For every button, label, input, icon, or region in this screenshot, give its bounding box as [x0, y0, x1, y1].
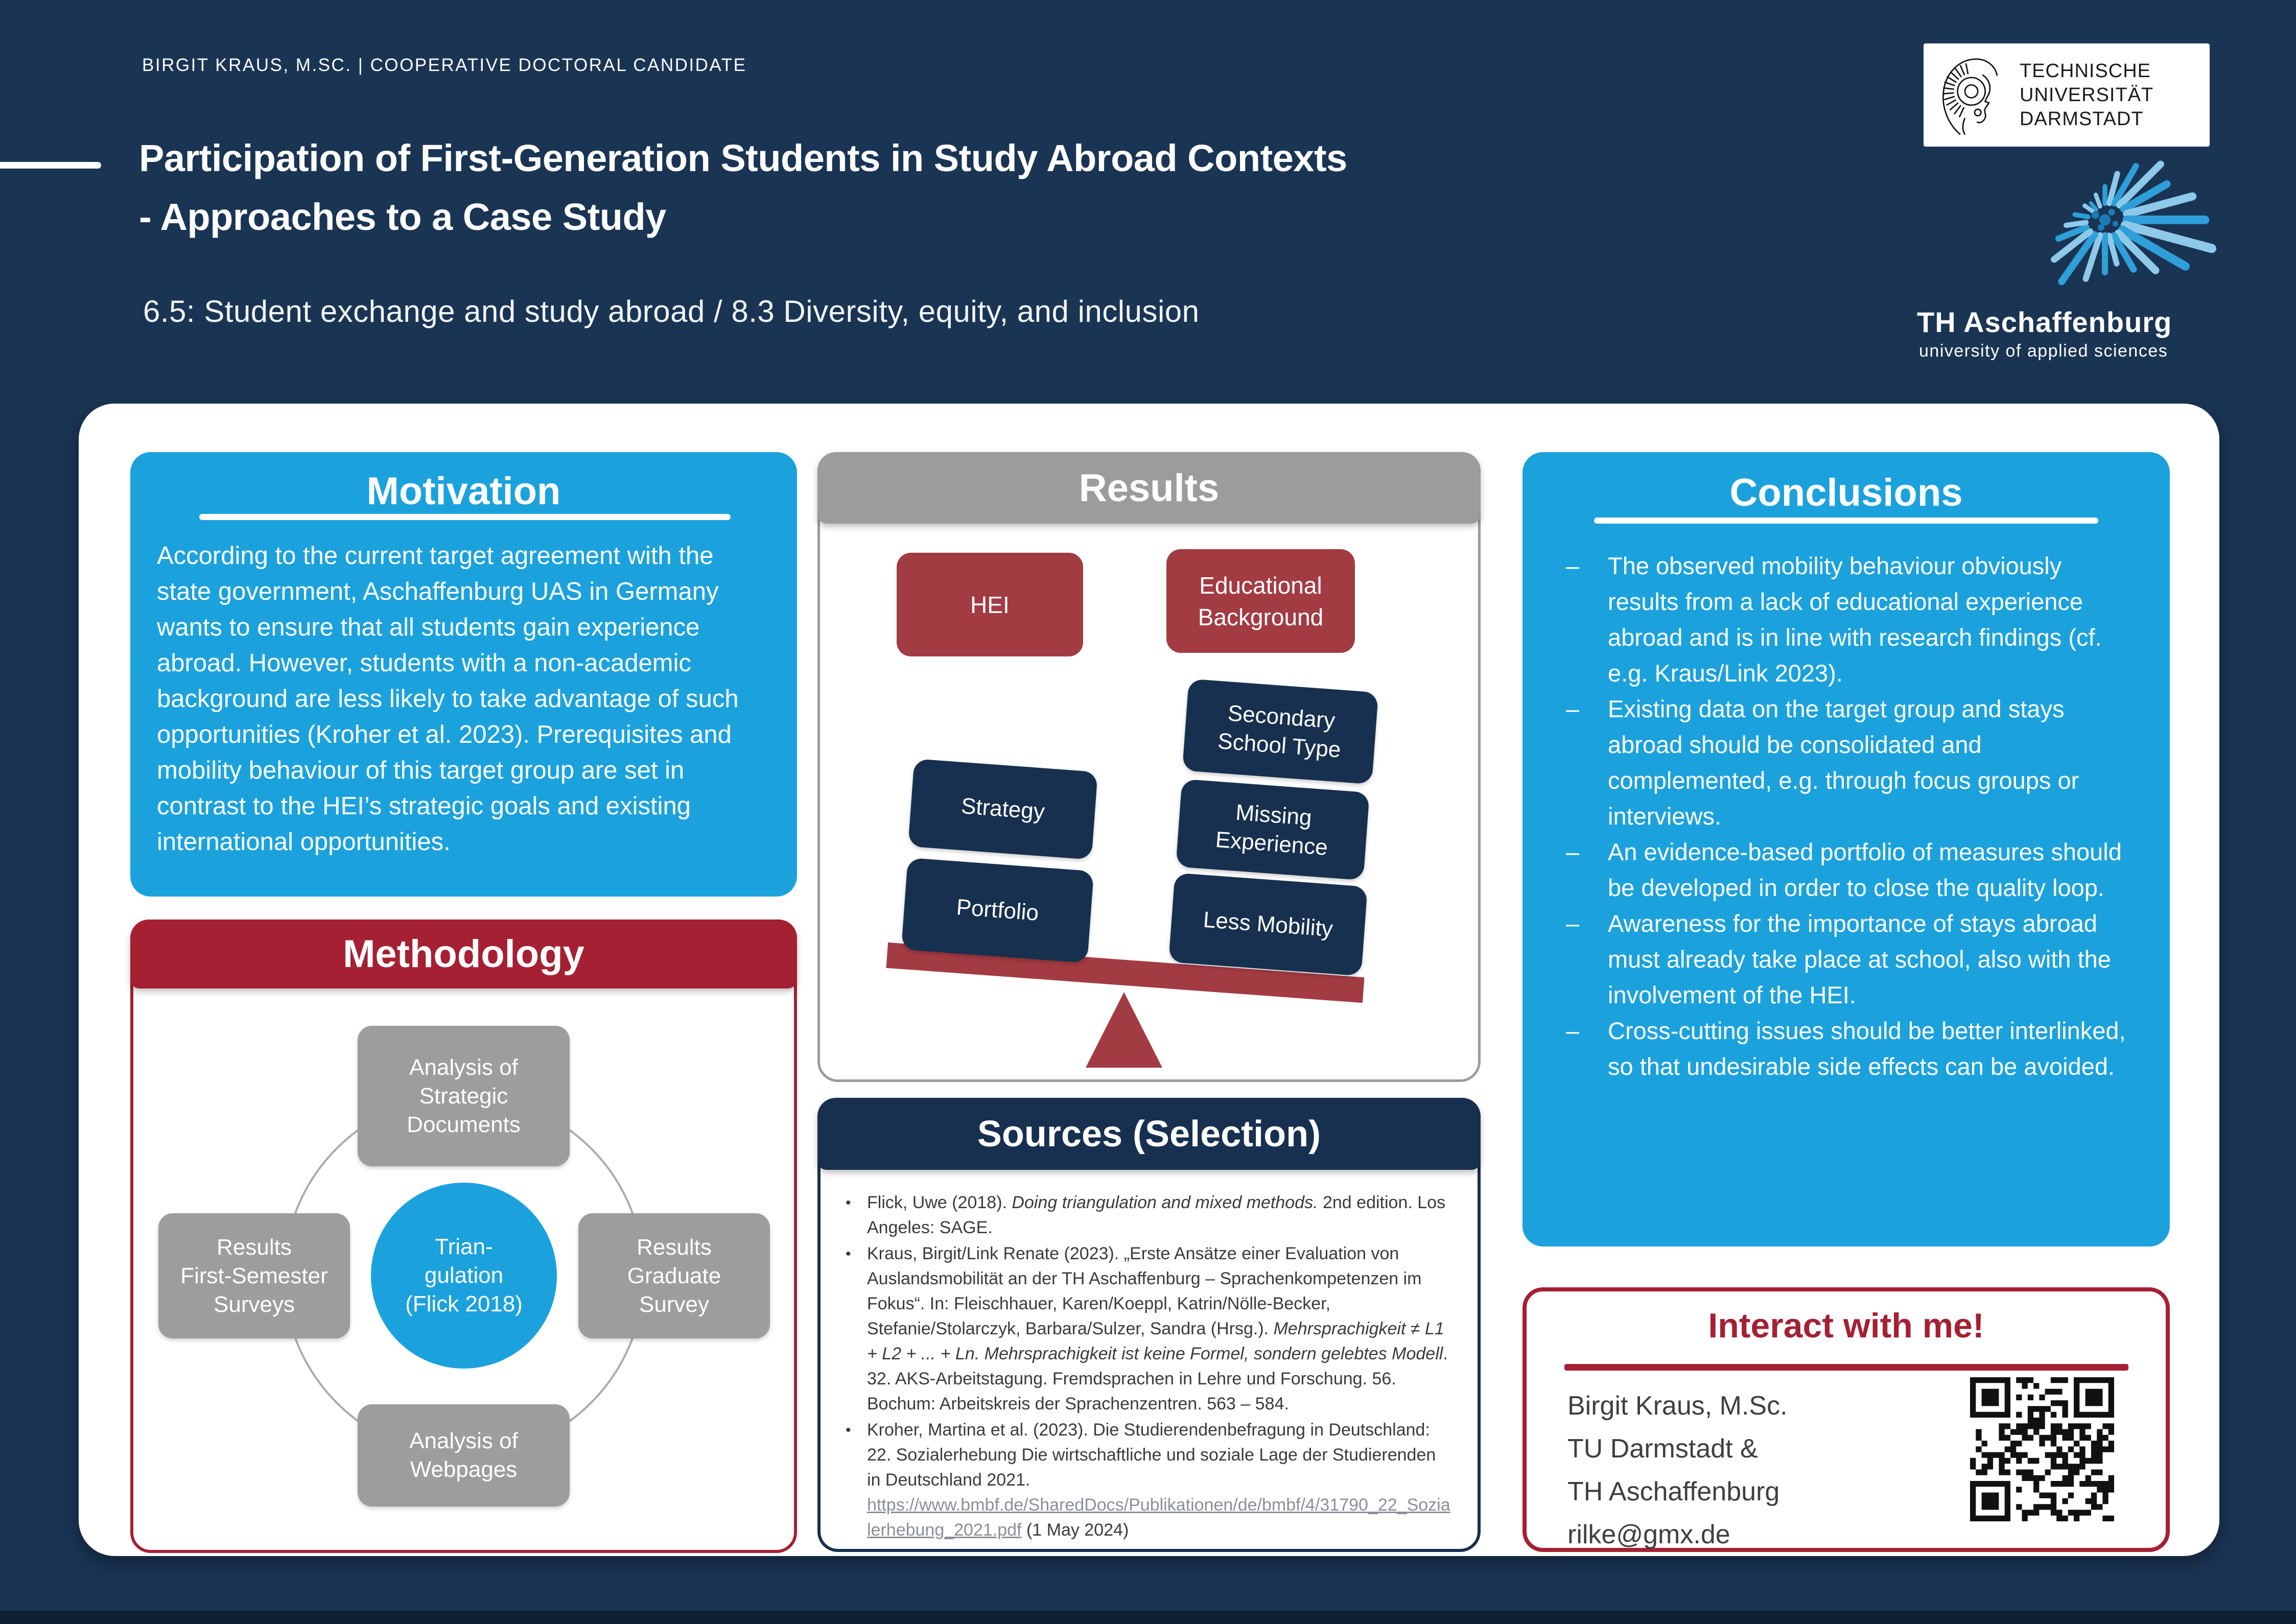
source-ref-italic: Mehrsprachigkeit ≠ L1 + L2 + ... + Ln. M… [867, 1319, 1444, 1363]
page-subtitle: 6.5: Student exchange and study abroad /… [143, 294, 1200, 328]
portfolio-box: Portfolio [901, 857, 1094, 963]
dash-bullet-icon: – [1566, 695, 1580, 722]
source-ref: Kraus, Birgit/Link Renate (2023). „Erste… [867, 1244, 1422, 1338]
starburst-icon [2051, 160, 2217, 286]
interact-title: Interact with me! [1708, 1306, 1984, 1345]
source-ref: (1 May 2024) [1021, 1520, 1129, 1540]
source-text: Kroher, Martina et al. (2023). Die Studi… [867, 1418, 1454, 1543]
methodology-header: Methodology [130, 920, 797, 988]
tu-logo-line-2: UNIVERSITÄT [2020, 84, 2154, 106]
conclusion-item: – Existing data on the target group and … [1566, 691, 2136, 834]
source-ref: 2nd edition. Los Angeles: SAGE. [867, 1193, 1446, 1237]
source-text: Flick, Uwe (2018). Doing triangulation a… [867, 1190, 1454, 1240]
sources-section: Sources (Selection) [817, 1098, 1481, 1552]
methodology-node-first-semester-surveys: Results First-Semester Surveys [158, 1213, 350, 1338]
methodology-title: Methodology [343, 932, 584, 976]
motivation-section: Motivation According to the current targ… [130, 452, 797, 897]
bullet-icon: • [846, 1245, 851, 1262]
strategy-box: Strategy [908, 759, 1098, 860]
bullet-icon: • [846, 1422, 851, 1439]
tu-logo-line-1: TECHNISCHE [2020, 60, 2151, 82]
conclusions-underline [1594, 517, 2098, 524]
page-title-line-1: Participation of First-Generation Studen… [139, 137, 1347, 179]
contact-affiliation-2: TH Aschaffenburg [1567, 1477, 1780, 1507]
th-logo-name: TH Aschaffenburg [1917, 306, 2172, 338]
hei-box: HEI [897, 553, 1083, 656]
conclusion-text: Awareness for the importance of stays ab… [1608, 910, 2111, 1008]
results-title: Results [1079, 466, 1220, 510]
secondary-school-type-box: Secondary School Type [1182, 678, 1379, 785]
interact-underline [1564, 1364, 2128, 1371]
source-item: • Kraus, Birgit/Link Renate (2023). „Ers… [846, 1241, 1454, 1417]
sources-title: Sources (Selection) [977, 1113, 1321, 1155]
motivation-body: According to the current target agreemen… [157, 542, 739, 856]
tu-logo-line-3: DARMSTADT [2020, 108, 2144, 130]
missing-experience-box: Missing Experience [1176, 779, 1370, 881]
conclusion-item: – An evidence-based portfolio of measure… [1566, 834, 2136, 906]
sources-list: • Flick, Uwe (2018). Doing triangulation… [846, 1190, 1454, 1544]
results-header: Results [817, 452, 1481, 524]
less-mobility-box: Less Mobility [1168, 873, 1368, 976]
contact-name: Birgit Kraus, M.Sc. [1567, 1391, 1788, 1421]
qr-code [1970, 1377, 2114, 1521]
conclusion-text: The observed mobility behaviour obviousl… [1608, 552, 2102, 687]
contact-affiliation-1: TU Darmstadt & [1567, 1434, 1758, 1464]
source-ref: Flick, Uwe (2018). [867, 1193, 1012, 1212]
title-dash [0, 162, 101, 169]
dash-bullet-icon: – [1566, 552, 1580, 579]
source-ref-italic: Doing triangulation and mixed methods. [1012, 1193, 1318, 1212]
conclusions-section: Conclusions – The observed mobility beha… [1522, 452, 2170, 1246]
athena-head-icon [1942, 58, 1998, 135]
conclusion-text: Cross-cutting issues should be better in… [1608, 1017, 2126, 1080]
footer-strip [0, 1611, 2296, 1624]
header-kicker: BIRGIT KRAUS, M.SC. | COOPERATIVE DOCTOR… [142, 55, 747, 75]
sources-header: Sources (Selection) [817, 1098, 1481, 1170]
tu-logo-text: TECHNISCHE UNIVERSITÄT DARMSTADT [2020, 59, 2153, 131]
conclusion-item: – Cross-cutting issues should be better … [1566, 1013, 2136, 1085]
source-item: • Flick, Uwe (2018). Doing triangulation… [846, 1190, 1454, 1240]
seesaw-fulcrum [1086, 992, 1162, 1068]
contact-block: Birgit Kraus, M.Sc. TU Darmstadt & TH As… [1567, 1384, 1788, 1556]
page-title-line-2: - Approaches to a Case Study [139, 196, 666, 238]
interact-section: Interact with me! Birgit Kraus, M.Sc. TU… [1522, 1287, 2170, 1552]
th-logo-tagline: university of applied sciences [1919, 341, 2168, 361]
conclusions-list: – The observed mobility behaviour obviou… [1566, 548, 2136, 1085]
source-item: • Kroher, Martina et al. (2023). Die Stu… [846, 1418, 1454, 1543]
bullet-icon: • [846, 1194, 851, 1211]
source-text: Kraus, Birgit/Link Renate (2023). „Erste… [867, 1241, 1454, 1417]
educational-background-box: Educational Background [1166, 549, 1355, 653]
dash-bullet-icon: – [1566, 838, 1580, 865]
conclusion-item: – Awareness for the importance of stays … [1566, 906, 2136, 1013]
source-ref: Kroher, Martina et al. (2023). Die Studi… [867, 1420, 1436, 1490]
source-ref: . 32. AKS-Arbeitstagung. Fremdsprachen i… [867, 1344, 1448, 1414]
conclusion-text: Existing data on the target group and st… [1608, 695, 2079, 830]
contact-email: rilke@gmx.de [1567, 1520, 1730, 1549]
methodology-node-strategic-documents: Analysis of Strategic Documents [358, 1026, 570, 1166]
dash-bullet-icon: – [1566, 910, 1580, 937]
conclusion-item: – The observed mobility behaviour obviou… [1566, 548, 2136, 691]
methodology-node-webpages: Analysis of Webpages [358, 1404, 570, 1507]
page-title: Participation of First-Generation Studen… [139, 129, 1347, 246]
triangulation-circle: Trian- gulation (Flick 2018) [371, 1183, 557, 1369]
source-url-link[interactable]: https://www.bmbf.de/SharedDocs/Publikati… [867, 1495, 1450, 1540]
methodology-node-graduate-survey: Results Graduate Survey [578, 1213, 770, 1338]
motivation-title: Motivation [366, 469, 561, 513]
conclusion-text: An evidence-based portfolio of measures … [1608, 838, 2122, 901]
tu-darmstadt-logo: TECHNISCHE UNIVERSITÄT DARMSTADT [1924, 43, 2210, 147]
dash-bullet-icon: – [1566, 1017, 1580, 1044]
conclusions-title: Conclusions [1729, 471, 1963, 514]
motivation-underline [199, 514, 731, 520]
